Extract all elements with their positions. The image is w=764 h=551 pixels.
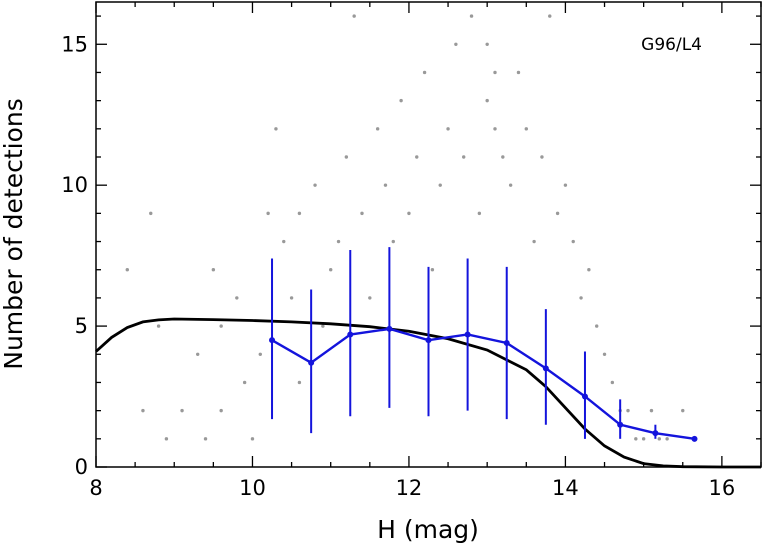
data-point — [508, 183, 513, 187]
data-point — [524, 127, 528, 131]
data-point — [571, 239, 575, 244]
data-point — [415, 155, 419, 159]
binned-mean-point — [691, 435, 698, 442]
data-point — [438, 183, 442, 187]
data-point — [360, 211, 364, 216]
annotation-label: G96/L4 — [641, 35, 702, 55]
y-tick-label: 10 — [61, 173, 88, 197]
y-axis-title: Number of detections — [0, 98, 28, 370]
data-point — [493, 70, 497, 75]
data-point — [125, 268, 129, 272]
data-point — [469, 14, 474, 18]
data-point — [352, 14, 356, 18]
data-point — [156, 324, 161, 328]
data-point — [446, 127, 450, 131]
binned-mean-point — [425, 337, 432, 344]
binned-mean-point — [542, 365, 549, 372]
data-point — [274, 127, 278, 131]
binned-mean-point — [269, 337, 276, 344]
data-point — [297, 211, 302, 216]
data-point — [180, 408, 184, 413]
data-point — [477, 211, 482, 216]
y-tick-label: 15 — [61, 32, 88, 56]
data-point — [375, 127, 380, 131]
axes: 8 10 12 14 16 0 5 10 15 — [61, 2, 762, 500]
binned-mean-point — [386, 325, 393, 332]
data-point — [548, 14, 552, 18]
data-point — [407, 211, 411, 216]
data-point — [399, 98, 403, 103]
data-point — [532, 239, 536, 244]
data-point — [485, 98, 489, 103]
plot-area — [95, 14, 761, 469]
data-point — [579, 296, 583, 300]
data-point — [242, 380, 247, 385]
x-axis-title: H (mag) — [377, 515, 479, 544]
data-point — [391, 239, 395, 244]
data-point — [336, 239, 341, 244]
data-point — [141, 408, 145, 413]
data-point — [501, 155, 505, 159]
data-point — [485, 42, 489, 46]
data-point — [383, 183, 388, 187]
data-point — [235, 296, 239, 300]
data-point — [219, 408, 223, 413]
binned-mean-point — [308, 359, 315, 366]
data-point — [149, 211, 153, 216]
data-point — [641, 437, 646, 441]
plot-frame — [95, 1, 762, 468]
data-point — [250, 437, 255, 441]
data-point — [203, 437, 208, 441]
data-point — [211, 268, 216, 272]
data-point — [329, 268, 333, 272]
data-point — [626, 408, 630, 413]
x-tick-label: 14 — [552, 476, 579, 500]
data-point — [595, 324, 599, 328]
binned-mean-point — [581, 393, 588, 400]
binned-mean-point — [464, 331, 471, 338]
data-point — [297, 380, 302, 385]
data-point — [219, 324, 223, 328]
data-point — [462, 155, 466, 159]
data-point — [516, 70, 521, 75]
data-point — [368, 296, 372, 300]
x-tick-label: 10 — [239, 476, 266, 500]
data-point — [454, 42, 458, 46]
data-point — [196, 352, 200, 356]
binned-mean-point — [617, 421, 624, 428]
data-point — [344, 155, 349, 159]
data-point — [657, 437, 661, 441]
y-tick-label: 5 — [75, 314, 88, 338]
data-point — [665, 437, 669, 441]
binned-mean-point — [503, 340, 510, 346]
data-point — [282, 239, 286, 244]
data-point — [540, 155, 544, 159]
data-point — [563, 183, 568, 187]
data-point — [610, 380, 615, 385]
data-point — [602, 352, 607, 356]
data-point — [649, 408, 654, 413]
x-tick-label: 8 — [89, 476, 102, 500]
x-tick-label: 16 — [709, 476, 736, 500]
y-tick-label: 0 — [75, 455, 88, 479]
data-point — [681, 408, 685, 413]
data-point — [164, 437, 169, 441]
data-point — [430, 268, 435, 272]
binned-mean-point — [652, 430, 659, 437]
binned-mean-point — [347, 331, 354, 338]
data-point — [266, 211, 270, 216]
data-point — [493, 127, 497, 131]
data-point — [422, 70, 427, 75]
data-point — [634, 437, 638, 441]
data-point — [555, 211, 560, 216]
data-point — [321, 324, 325, 328]
data-point — [587, 268, 591, 272]
data-point — [258, 352, 262, 356]
x-tick-label: 12 — [396, 476, 423, 500]
data-point — [289, 296, 294, 300]
data-point — [313, 183, 317, 187]
binned-mean-line — [271, 327, 695, 440]
